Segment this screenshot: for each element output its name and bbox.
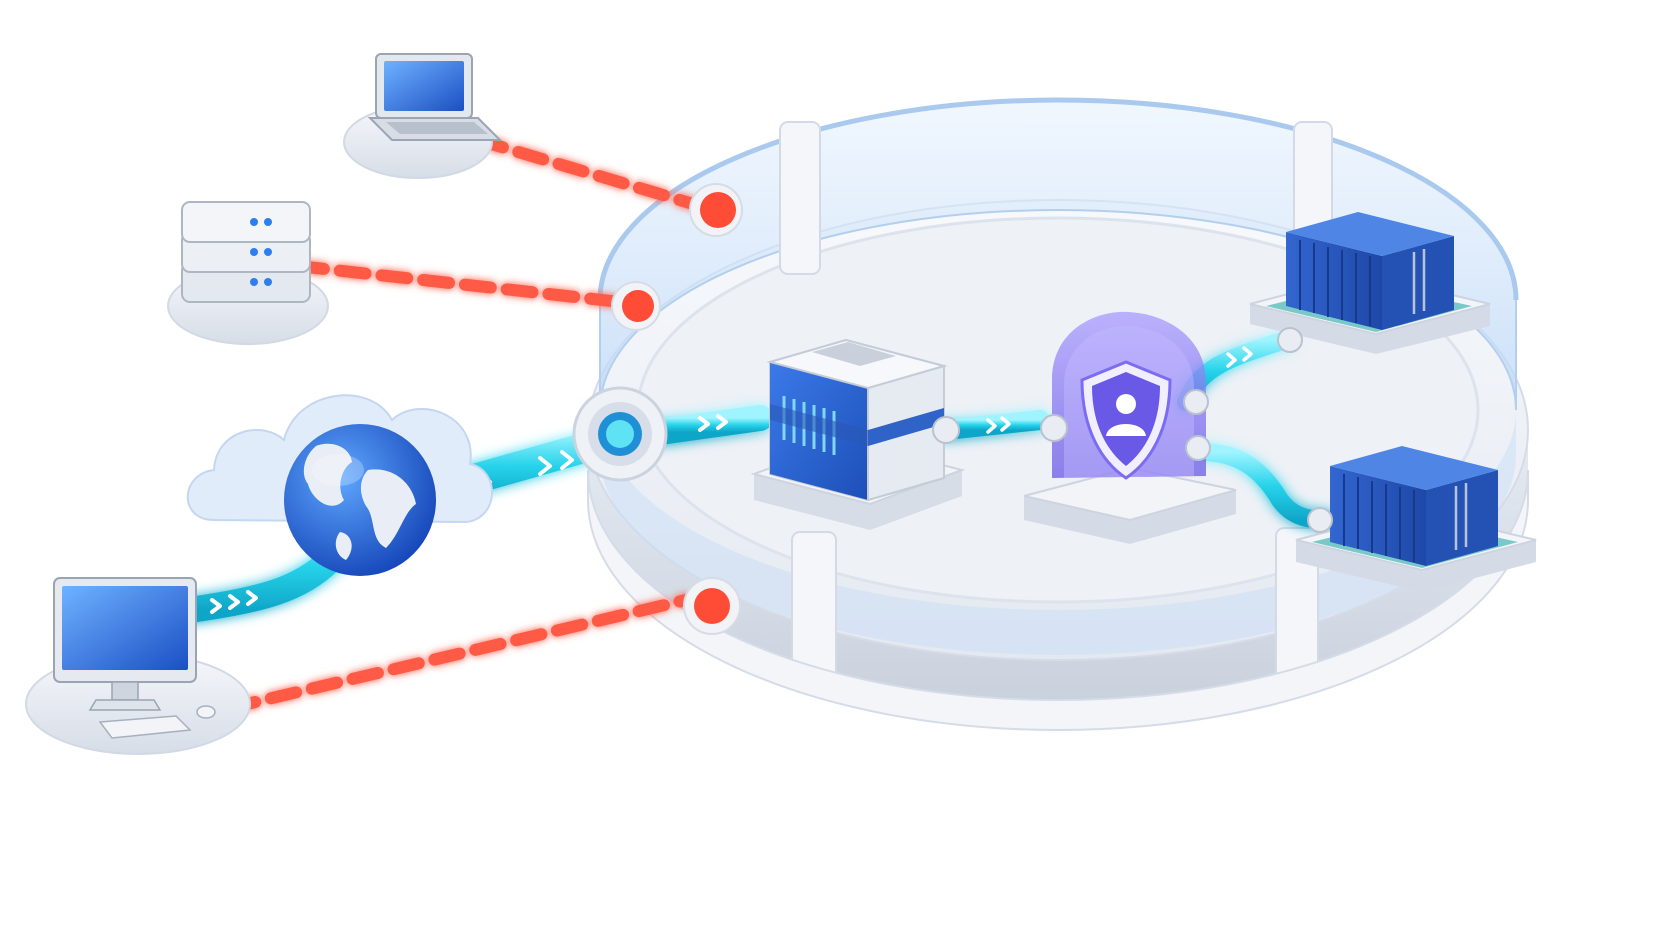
entry-port <box>572 386 668 482</box>
perimeter-pillar <box>779 121 1333 693</box>
globe-cloud-icon[interactable] <box>186 394 493 576</box>
blocked-links <box>224 134 706 714</box>
laptop-icon[interactable] <box>343 53 503 179</box>
shield-user-icon[interactable] <box>1023 311 1237 544</box>
container-icon[interactable] <box>1295 446 1537 592</box>
blocked-link-laptop <box>472 134 706 212</box>
gateway-server-icon[interactable] <box>750 338 966 530</box>
block-stop-icon <box>611 183 743 635</box>
desktop-computer-icon[interactable] <box>25 577 251 755</box>
blocked-link-server <box>292 260 626 308</box>
container-icon[interactable] <box>1249 212 1491 354</box>
flow-chevron-icon <box>986 346 1253 434</box>
blocked-link-desktop <box>224 594 692 714</box>
server-stack-icon[interactable] <box>167 201 329 345</box>
link-port <box>1277 327 1303 353</box>
